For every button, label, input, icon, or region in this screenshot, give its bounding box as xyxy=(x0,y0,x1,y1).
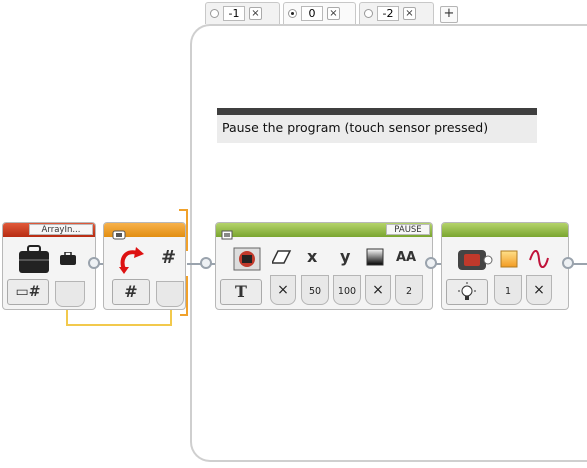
redirect-arrow-icon xyxy=(116,247,146,281)
mode-symbol: # xyxy=(28,284,41,300)
close-icon[interactable]: × xyxy=(403,7,416,20)
case-tab-minus2[interactable]: -2 × xyxy=(359,2,434,24)
param-value: × xyxy=(533,282,545,298)
lightbulb-icon xyxy=(457,282,477,306)
text-mode-selector[interactable]: T xyxy=(220,279,262,305)
display-block[interactable]: PAUSE x y AA T × 50 100 × 2 xyxy=(215,222,433,310)
color-param[interactable]: × xyxy=(365,275,391,305)
comment-text[interactable]: Pause the program (touch sensor pressed) xyxy=(217,115,537,143)
sequence-plug-icon[interactable] xyxy=(88,257,100,269)
color-icon xyxy=(366,248,384,270)
text-mode-icon: T xyxy=(235,282,247,301)
param-value: × xyxy=(277,282,289,298)
sequence-wire xyxy=(432,263,442,265)
output-plug[interactable] xyxy=(156,281,184,307)
sequence-wire xyxy=(568,263,587,265)
case-tab-minus1[interactable]: -1 × xyxy=(205,2,280,24)
case-radio-icon[interactable] xyxy=(210,9,219,18)
font-size-icon: AA xyxy=(396,250,417,265)
book-icon: ▭ xyxy=(15,284,29,300)
param-value: 100 xyxy=(337,286,357,297)
display-brick-icon xyxy=(232,245,262,277)
case-value-field[interactable]: -2 xyxy=(377,6,399,21)
loop-value-block[interactable]: # # xyxy=(103,222,186,310)
y-param[interactable]: 100 xyxy=(333,275,361,305)
data-wire xyxy=(179,209,188,211)
param-value: × xyxy=(372,282,384,298)
block-header xyxy=(442,223,568,237)
block-label[interactable]: PAUSE xyxy=(386,224,430,235)
brick-light-icon xyxy=(454,244,494,280)
color-orange-icon xyxy=(500,250,518,272)
sequence-plug-icon[interactable] xyxy=(200,257,212,269)
mode-selector[interactable]: ▭# xyxy=(7,279,49,305)
y-coordinate-icon: y xyxy=(340,247,351,266)
add-case-button[interactable]: + xyxy=(440,6,458,23)
data-wire xyxy=(170,306,172,326)
close-icon[interactable]: × xyxy=(327,7,340,20)
param-value: 50 xyxy=(308,286,322,297)
close-icon[interactable]: × xyxy=(249,7,262,20)
briefcase-small-icon xyxy=(59,251,77,270)
x-coordinate-icon: x xyxy=(307,247,318,266)
brick-status-light-block[interactable]: 1 × xyxy=(441,222,569,310)
case-value-field[interactable]: -1 xyxy=(223,6,245,21)
light-mode-selector[interactable] xyxy=(446,279,488,305)
case-value-field[interactable]: 0 xyxy=(301,6,323,21)
block-mode-icon xyxy=(221,225,233,244)
data-wire xyxy=(66,306,68,326)
block-label[interactable]: ArrayIn... xyxy=(29,224,93,235)
x-param[interactable]: 50 xyxy=(301,275,329,305)
case-radio-icon[interactable] xyxy=(288,9,297,18)
eraser-icon xyxy=(270,249,292,269)
sequence-plug-icon[interactable] xyxy=(562,257,574,269)
block-header xyxy=(216,223,432,237)
font-param[interactable]: 2 xyxy=(395,275,423,305)
pulse-wave-icon xyxy=(528,249,550,272)
comment-header[interactable] xyxy=(217,108,537,115)
case-radio-icon[interactable] xyxy=(364,9,373,18)
data-wire xyxy=(180,314,188,316)
output-hash-label: # xyxy=(161,247,177,268)
data-wire xyxy=(186,276,188,316)
loop-icon xyxy=(112,225,126,244)
clear-screen-param[interactable]: × xyxy=(270,275,296,305)
output-plug[interactable] xyxy=(55,281,85,307)
sequence-plug-icon[interactable] xyxy=(425,257,437,269)
pulse-param[interactable]: × xyxy=(526,275,552,305)
param-value: 2 xyxy=(405,286,413,297)
briefcase-icon xyxy=(17,245,51,279)
param-value: 1 xyxy=(504,286,512,297)
data-wire xyxy=(186,209,188,251)
color-param[interactable]: 1 xyxy=(494,275,522,305)
input-value-field[interactable]: # xyxy=(112,279,150,305)
array-operations-block[interactable]: ArrayIn... ▭# xyxy=(2,222,96,310)
data-wire xyxy=(66,324,172,326)
case-tab-0[interactable]: 0 × xyxy=(283,2,356,24)
